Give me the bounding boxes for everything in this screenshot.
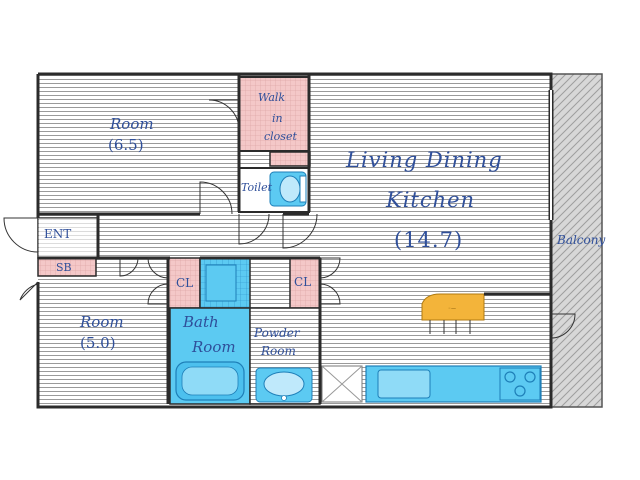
ldk-size: (14.7)	[394, 228, 464, 252]
entrance-tile	[38, 218, 98, 258]
powder-label-2: Room	[261, 344, 296, 358]
closet-left-label: CL	[176, 276, 194, 290]
toilet-label: Toilet	[241, 181, 273, 194]
bath-label-2: Room	[192, 338, 236, 356]
walls	[36, 72, 553, 409]
windows	[548, 90, 554, 220]
room-upper-size: (6.5)	[108, 136, 144, 154]
balcony-area	[550, 73, 603, 408]
walk-in-closet-shelf	[269, 151, 311, 167]
closet-right-label: CL	[294, 275, 312, 289]
bath-drain	[205, 264, 237, 302]
walk-in-closet-floor	[238, 76, 310, 152]
toilet-tank	[299, 175, 307, 203]
ldk-label-1: Living Dining	[346, 148, 503, 172]
entrance-label: ENT	[44, 227, 72, 241]
counter-mark: ◦—	[448, 306, 456, 312]
ldk-label-2: Kitchen	[386, 188, 476, 212]
shoe-box-label: SB	[56, 261, 72, 274]
washbasin	[263, 371, 305, 397]
room-upper-name: Room	[110, 115, 154, 133]
corridor	[98, 214, 283, 258]
stove-top	[499, 367, 541, 401]
stools	[429, 320, 471, 334]
room-lower-size: (5.0)	[80, 334, 116, 352]
walk-in-closet-label-3: closet	[264, 130, 297, 143]
room-lower-name: Room	[80, 313, 124, 331]
breakfast-counter	[421, 293, 485, 321]
washer-pan-cross	[321, 365, 363, 403]
bathtub-inner	[181, 366, 239, 396]
kitchen-sink	[377, 369, 431, 399]
walk-in-closet-label-2: in	[272, 112, 283, 125]
bath-label-1: Bath	[183, 313, 219, 331]
closet-left-floor	[167, 257, 201, 309]
toilet-bowl	[279, 175, 301, 203]
door-swings	[3, 99, 576, 339]
burner-2	[524, 371, 536, 383]
balcony-label: Balcony	[557, 233, 606, 247]
burner-3	[514, 385, 526, 397]
powder-label-1: Powder	[254, 326, 300, 340]
burner-1	[504, 371, 516, 383]
walk-in-closet-label-1: Walk	[258, 91, 286, 104]
washbasin-tap	[281, 395, 287, 401]
